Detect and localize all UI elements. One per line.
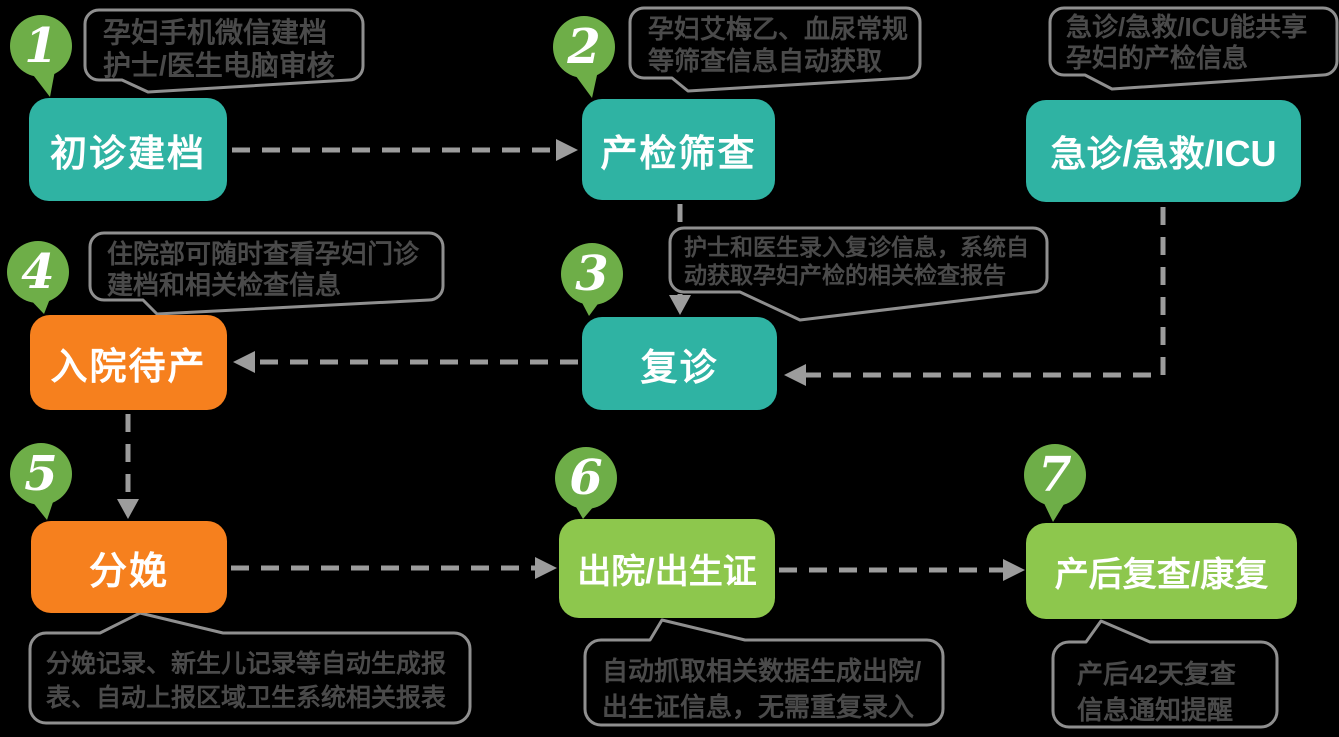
node-prenatal-screening-label: 产检筛查 — [600, 132, 757, 174]
callout-bubble-step3 — [668, 226, 1049, 322]
callout-step4-line2: 建档和相关检查信息 — [107, 270, 342, 300]
arrowhead-into-step3-top — [669, 295, 691, 315]
callout-step6-line1: 自动抓取相关数据生成出院/ — [602, 656, 922, 686]
callout-text-step7: 产后42天复查 信息通知提醒 — [1077, 656, 1236, 728]
step-4-pin-icon — [7, 241, 69, 314]
callout-step7-line1: 产后42天复查 — [1077, 659, 1236, 689]
node-discharge-birth-certificate: 出院/出生证 — [559, 519, 775, 618]
node-admission-for-delivery: 入院待产 — [30, 315, 227, 410]
step-1-pin-icon — [10, 15, 72, 97]
callout-icu-line2: 孕妇的产检信息 — [1066, 43, 1249, 73]
arrowhead-into-step6 — [535, 557, 557, 579]
node-delivery: 分娩 — [31, 521, 227, 613]
callout-step1-line2: 护士/医生电脑审核 — [103, 50, 335, 81]
callout-text-step3: 护士和医生录入复诊信息，系统自 动获取孕妇产检的相关检查报告 — [684, 233, 1029, 289]
step-3-pin-icon — [561, 243, 623, 316]
callout-step3-line1: 护士和医生录入复诊信息，系统自 — [684, 234, 1029, 260]
step-6-pin-icon — [555, 447, 617, 519]
callout-bubble-step2 — [628, 6, 922, 93]
node-admission-for-delivery-label: 入院待产 — [50, 345, 207, 387]
step-2-pin-icon — [553, 16, 615, 98]
callout-bubble-step5 — [28, 611, 472, 725]
callout-step5-line1: 分娩记录、新生儿记录等自动生成报 — [46, 650, 447, 678]
node-postpartum-review-rehab: 产后复查/康复 — [1026, 523, 1297, 619]
step-5-pin-icon — [10, 443, 72, 520]
node-emergency-icu: 急诊/急救/ICU — [1026, 100, 1301, 202]
node-first-visit-filing-label: 初诊建档 — [50, 132, 206, 174]
callout-text-step6: 自动抓取相关数据生成出院/ 出生证信息，无需重复录入 — [602, 653, 921, 725]
node-emergency-icu-label: 急诊/急救/ICU — [1050, 133, 1277, 174]
callout-step7-line2: 信息通知提醒 — [1077, 695, 1234, 725]
callout-text-icu: 急诊/急救/ICU能共享 孕妇的产检信息 — [1066, 12, 1307, 74]
callout-step5-line2: 表、自动上报区域卫生系统相关报表 — [46, 684, 447, 712]
arrowhead-into-step2 — [556, 139, 578, 161]
callout-step2-line1: 孕妇艾梅乙、血尿常规 — [648, 14, 909, 44]
callout-text-step4: 住院部可随时查看孕妇门诊 建档和相关检查信息 — [107, 239, 419, 301]
callout-bubble-step6 — [583, 618, 945, 727]
callout-text-step1: 孕妇手机微信建档 护士/医生电脑审核 — [103, 16, 335, 82]
node-discharge-birth-certificate-label: 出院/出生证 — [577, 553, 757, 591]
callout-step3-line2: 动获取孕妇产检的相关检查报告 — [684, 262, 1006, 288]
callout-step1-line1: 孕妇手机微信建档 — [103, 17, 328, 48]
node-delivery-label: 分娩 — [88, 550, 169, 593]
callout-bubble-step4 — [88, 231, 445, 316]
callout-bubble-step1 — [83, 8, 365, 94]
callout-step4-line1: 住院部可随时查看孕妇门诊 — [107, 239, 420, 269]
node-prenatal-screening: 产检筛查 — [582, 99, 775, 200]
connector-icu-to-step3 — [804, 207, 1166, 378]
node-first-visit-filing: 初诊建档 — [29, 98, 227, 201]
arrowhead-into-step4 — [233, 351, 255, 373]
node-return-visit: 复诊 — [582, 317, 777, 410]
callout-step6-line2: 出生证信息，无需重复录入 — [602, 692, 915, 722]
callout-icu-line1: 急诊/急救/ICU能共享 — [1066, 12, 1308, 42]
step-7-pin-icon — [1024, 444, 1086, 522]
callout-step2-line2: 等筛查信息自动获取 — [648, 46, 883, 76]
node-return-visit-label: 复诊 — [640, 346, 719, 388]
arrowhead-into-step3-right — [784, 364, 806, 386]
node-postpartum-review-rehab-label: 产后复查/康复 — [1054, 555, 1269, 594]
callout-text-step2: 孕妇艾梅乙、血尿常规 等筛查信息自动获取 — [648, 13, 908, 77]
arrowhead-into-step7 — [1003, 559, 1025, 581]
callout-bubble-step7 — [1051, 619, 1279, 729]
callout-text-step5: 分娩记录、新生儿记录等自动生成报 表、自动上报区域卫生系统相关报表 — [46, 647, 446, 715]
callout-bubble-icu — [1048, 6, 1339, 91]
arrowhead-into-step5 — [117, 499, 139, 519]
